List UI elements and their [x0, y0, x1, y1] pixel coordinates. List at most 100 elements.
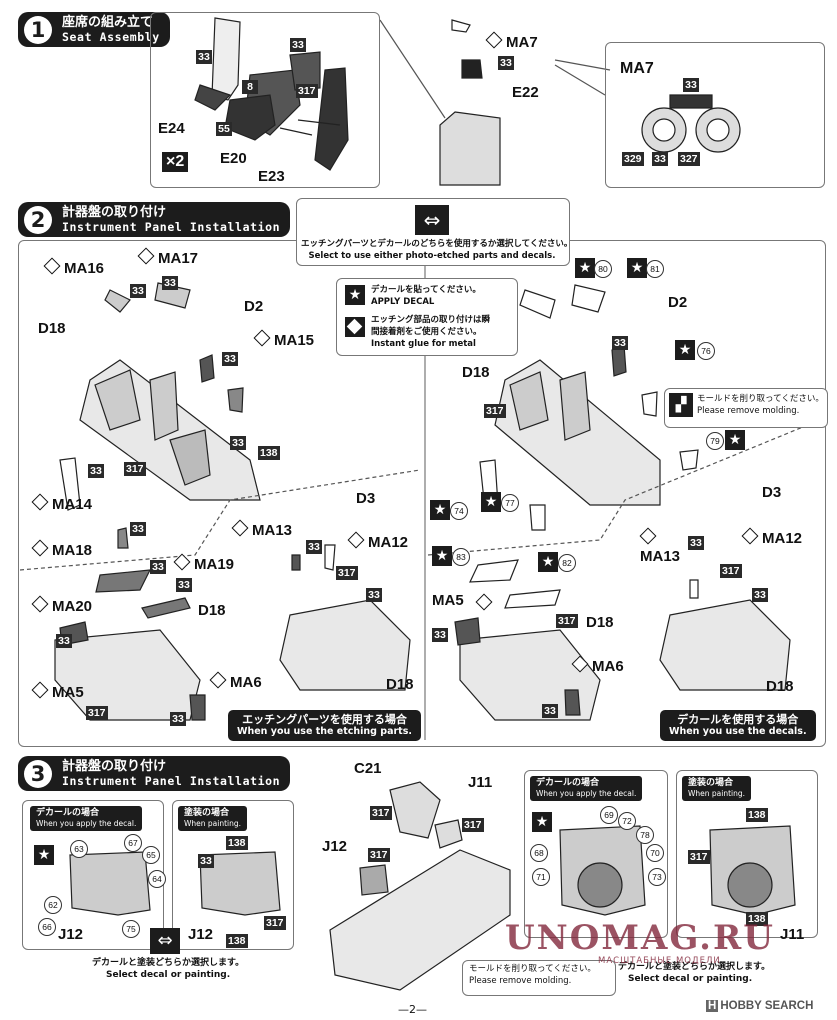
part-ma5-label: MA5 — [432, 592, 464, 609]
decal-69-callout: 69 — [600, 806, 618, 824]
etch-caption-jp: エッチングパーツを使用する場合 — [242, 713, 407, 726]
decal-case-jp: デカールの場合 — [36, 808, 100, 818]
etch-caption: エッチングパーツを使用する場合 When you use the etching… — [228, 710, 421, 741]
paint-case-jp: 塗装の場合 — [184, 808, 230, 818]
part-d3-label: D3 — [356, 490, 376, 507]
color-317-label: 317 — [86, 706, 108, 720]
color-138-label: 138 — [258, 446, 280, 460]
part-j12-label: J12 — [322, 838, 348, 855]
select-note-box: ⇔ エッチングパーツとデカールのどちらを使用するか選択してください。 Selec… — [296, 198, 573, 266]
part-ma7-label: MA7 — [485, 31, 538, 51]
decal-79-callout: 79 — [706, 432, 724, 450]
select-note-jp: エッチングパーツとデカールのどちらを使用するか選択してください。 — [301, 239, 573, 249]
paint-case-en: When painting. — [184, 819, 242, 828]
legend-decal-en: APPLY DECAL — [371, 297, 435, 307]
part-e24-label: E24 — [158, 120, 185, 137]
decal-62-callout: 62 — [44, 896, 62, 914]
decal-72-callout: 72 — [618, 812, 636, 830]
star-icon: ★ — [34, 845, 54, 865]
color-8-label: 8 — [242, 80, 258, 94]
part-d3-label: D3 — [762, 484, 782, 501]
part-ma14-label: MA14 — [31, 493, 92, 513]
star-icon: ★ — [532, 812, 552, 832]
color-33-label: 33 — [366, 588, 382, 602]
part-ma16-label: MA16 — [43, 257, 104, 277]
part-d2-label: D2 — [244, 298, 264, 315]
color-317-label: 317 — [720, 564, 742, 578]
color-33-label: 33 — [176, 578, 192, 592]
color-317-label: 317 — [556, 614, 578, 628]
part-ma6-label: MA6 — [571, 655, 624, 675]
mold-note-en: Please remove molding. — [697, 406, 800, 416]
color-33-label: 33 — [683, 78, 699, 92]
watermark-site: UNOMAG.RU — [505, 918, 775, 958]
page-number: —2— — [398, 1003, 427, 1016]
color-33-label: 33 — [652, 152, 668, 166]
color-317-label: 317 — [688, 850, 710, 864]
paint-case-tag: 塗装の場合 When painting. — [682, 776, 752, 801]
decal-or-paint-en: Select decal or painting. — [628, 974, 753, 984]
step1-title-en: Seat Assembly — [62, 30, 160, 44]
part-d18-label: D18 — [386, 676, 414, 693]
color-317-label: 317 — [264, 916, 286, 930]
step1-title-jp: 座席の組み立て — [62, 15, 154, 30]
decal-83-callout: 83 — [452, 548, 470, 566]
diamond-icon — [485, 31, 503, 49]
part-j12-label: J12 — [58, 926, 84, 943]
decal-77-callout: 77 — [501, 494, 519, 512]
step3-number: 3 — [24, 759, 52, 788]
color-33-label: 33 — [752, 588, 768, 602]
decal-case-en: When you apply the decal. — [536, 789, 637, 798]
decal-73-callout: 73 — [648, 868, 666, 886]
decal-65-callout: 65 — [142, 846, 160, 864]
decal-63-callout: 63 — [70, 840, 88, 858]
decal-66-callout: 66 — [38, 918, 56, 936]
color-33-label: 33 — [198, 854, 214, 868]
part-ma18-label: MA18 — [31, 539, 92, 559]
step3-paint-panel-right — [676, 770, 818, 938]
step3-paint-panel-left — [172, 800, 294, 950]
legend-box: ★ デカールを貼ってください。 APPLY DECAL エッチング部品の取り付け… — [336, 278, 518, 356]
color-33-label: 33 — [306, 540, 322, 554]
part-ma12-label: MA12 — [741, 527, 802, 547]
mold-note-jp: モールドを削り取ってください。 — [469, 964, 596, 974]
paint-case-en: When painting. — [688, 789, 746, 798]
star-icon: ★ — [575, 258, 595, 278]
paint-case-tag: 塗装の場合 When painting. — [178, 806, 248, 831]
color-33-label: 33 — [542, 704, 558, 718]
part-c21-label: C21 — [354, 760, 382, 777]
decal-82-callout: 82 — [558, 554, 576, 572]
star-icon: ★ — [345, 285, 365, 305]
watermark-sub: МАСШТАБНЫЕ МОДЕЛИ — [598, 956, 721, 966]
part-j12-label: J12 — [188, 926, 214, 943]
color-138-label: 138 — [226, 934, 248, 948]
decal-78-callout: 78 — [636, 826, 654, 844]
part-ma13-label: MA13 — [640, 548, 681, 565]
mold-note-jp: モールドを削り取ってください。 — [697, 394, 824, 404]
color-317-label: 317 — [370, 806, 392, 820]
step2-title-en: Instrument Panel Installation — [62, 220, 281, 234]
step2-header: 2 計器盤の取り付け Instrument Panel Installation — [18, 202, 291, 237]
file-tool-icon: ▞ — [669, 393, 693, 417]
step2-number: 2 — [24, 205, 52, 234]
decal-70-callout: 70 — [646, 844, 664, 862]
star-icon: ★ — [725, 430, 745, 450]
part-j11-label: J11 — [780, 926, 805, 943]
color-33-label: 33 — [688, 536, 704, 550]
color-138-label: 138 — [746, 912, 768, 926]
color-33-label: 33 — [290, 38, 306, 52]
decal-71-callout: 71 — [532, 868, 550, 886]
quantity-badge: ×2 — [162, 152, 189, 172]
decal-68-callout: 68 — [530, 844, 548, 862]
part-d2-label: D2 — [668, 294, 688, 311]
swap-arrows-icon: ⇔ — [150, 928, 180, 954]
mold-note-en: Please remove molding. — [469, 976, 572, 986]
diamond-legend-icon — [345, 317, 365, 337]
select-note-en: Select to use either photo-etched parts … — [308, 251, 556, 261]
source-logo-text: HOBBY SEARCH — [720, 1000, 814, 1012]
color-317-label: 317 — [462, 818, 484, 832]
decal-or-paint-jp: デカールと塗装どちらか選択します。 — [92, 958, 245, 968]
decal-or-paint-en: Select decal or painting. — [106, 970, 231, 980]
color-33-label: 33 — [230, 436, 246, 450]
decal-80-callout: 80 — [594, 260, 612, 278]
